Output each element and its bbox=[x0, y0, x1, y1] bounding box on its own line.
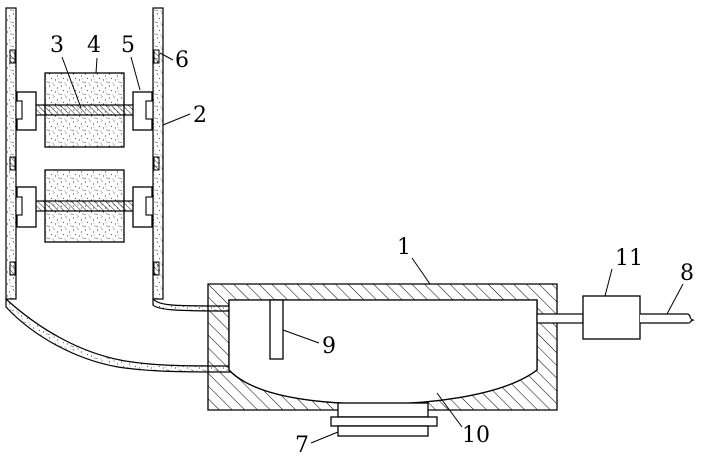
bearing-left-cap bbox=[15, 100, 23, 120]
label-4: 4 bbox=[87, 33, 101, 58]
bearing-right-cap bbox=[145, 196, 154, 216]
label-9: 9 bbox=[322, 334, 336, 359]
output-hose bbox=[640, 313, 695, 324]
bearing-right-cap bbox=[145, 100, 154, 120]
bottom-outlet bbox=[330, 402, 438, 437]
baffle-plate bbox=[269, 299, 284, 360]
reference-numerals: 1 2 3 4 5 6 7 8 9 10 11 bbox=[50, 33, 694, 458]
upper-roller-assembly bbox=[15, 72, 154, 148]
wall-slot bbox=[9, 156, 16, 171]
wall-slot bbox=[153, 156, 160, 171]
wall-slot bbox=[9, 49, 16, 64]
control-box bbox=[582, 295, 641, 340]
label-1: 1 bbox=[397, 235, 411, 260]
outlet-pipe bbox=[536, 313, 584, 324]
tank-body bbox=[207, 283, 558, 411]
wall-slot bbox=[153, 49, 160, 64]
label-11: 11 bbox=[615, 246, 643, 271]
lower-roller-assembly bbox=[15, 169, 154, 243]
label-5: 5 bbox=[121, 33, 135, 58]
label-2: 2 bbox=[193, 103, 207, 128]
label-6: 6 bbox=[175, 48, 189, 73]
wall-slot bbox=[153, 261, 160, 276]
shaft bbox=[31, 200, 135, 212]
label-3: 3 bbox=[50, 33, 64, 58]
right-tube-wall bbox=[152, 7, 164, 300]
label-8: 8 bbox=[680, 261, 694, 286]
left-tube-wall bbox=[5, 7, 17, 300]
shaft bbox=[31, 104, 135, 116]
label-10: 10 bbox=[462, 423, 490, 448]
label-7: 7 bbox=[295, 433, 309, 458]
leader-lines bbox=[61, 52, 684, 444]
bearing-left-cap bbox=[15, 196, 23, 216]
wall-slot bbox=[9, 261, 16, 276]
